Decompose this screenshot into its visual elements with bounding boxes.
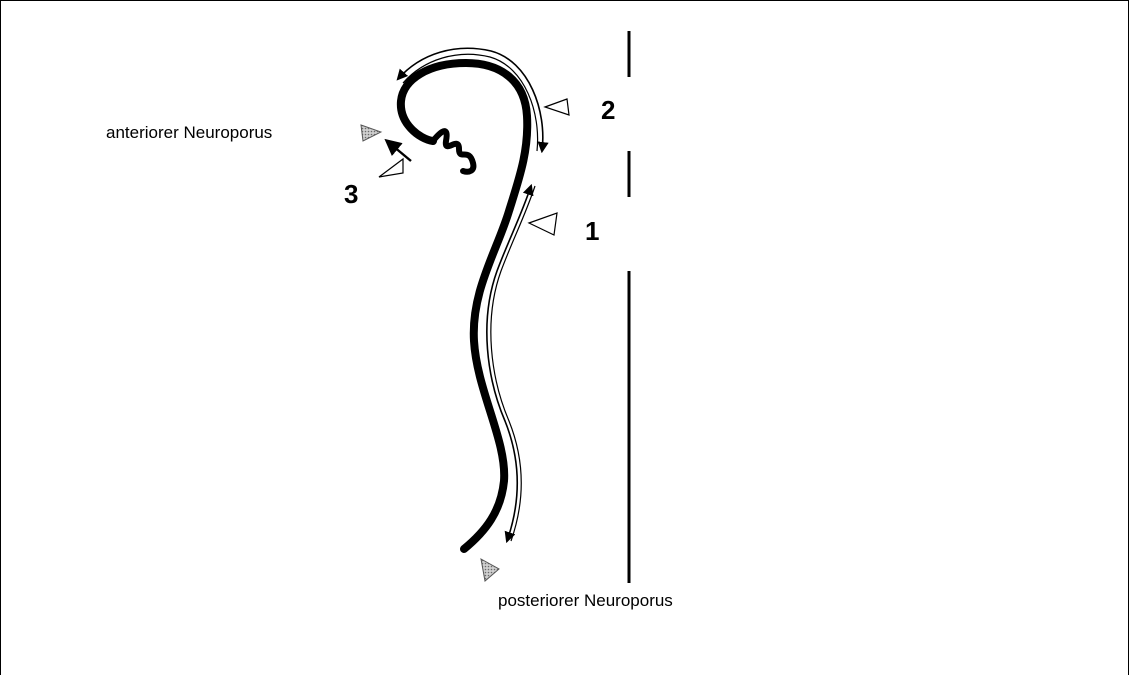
open-triangle-marker-zone3 (379, 159, 403, 177)
open-triangle-marker-zone2 (545, 99, 569, 115)
anterior-neuropore-marker (361, 125, 381, 141)
zone-label-3: 3 (344, 179, 358, 210)
neural-tube-body (401, 63, 527, 549)
closure-arrow-anterior (387, 141, 411, 161)
zone-label-2: 2 (601, 95, 615, 126)
neural-tube-head-curl (433, 131, 473, 172)
posterior-neuropore-label: posteriorer Neuroporus (498, 591, 673, 611)
anterior-neuropore-label: anteriorer Neuroporus (106, 123, 272, 143)
posterior-neuropore-marker (481, 559, 499, 581)
open-triangle-marker-zone1 (529, 213, 557, 235)
zone-label-1: 1 (585, 216, 599, 247)
